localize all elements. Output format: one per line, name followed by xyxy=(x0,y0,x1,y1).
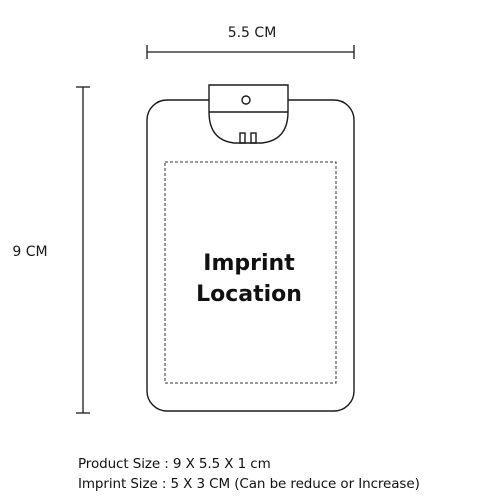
width-dimension xyxy=(146,45,355,59)
product-size-spec: Product Size : 9 X 5.5 X 1 cm xyxy=(78,456,271,472)
height-dimension xyxy=(76,86,90,414)
imprint-area-label-line1: Imprint xyxy=(203,251,295,276)
spray-nozzle-icon xyxy=(241,95,251,105)
spray-cap xyxy=(208,84,289,144)
imprint-area-label-line2: Location xyxy=(196,282,302,307)
imprint-area-outline xyxy=(164,161,337,384)
height-dimension-label: 9 CM xyxy=(12,244,47,260)
spray-cap-slot-left xyxy=(239,132,246,144)
imprint-size-spec: Imprint Size : 5 X 3 CM (Can be reduce o… xyxy=(78,476,420,492)
spray-cap-outline xyxy=(208,84,289,144)
width-dimension-label: 5.5 CM xyxy=(228,25,277,41)
spray-cap-slot-right xyxy=(250,132,257,144)
